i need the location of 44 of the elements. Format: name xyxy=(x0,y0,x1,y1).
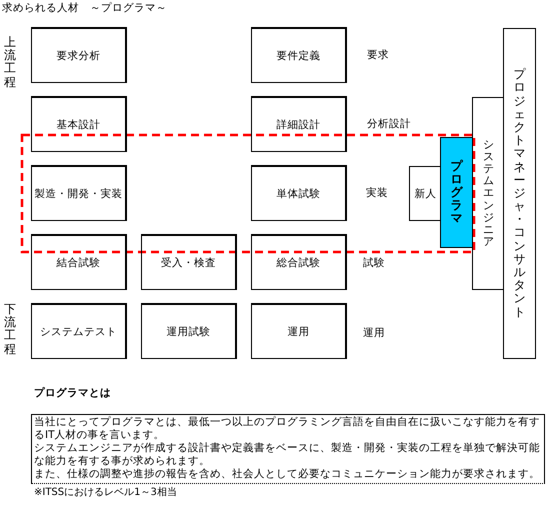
footnote: ※ITSSにおけるレベル1～3相当 xyxy=(34,487,177,499)
process-label: 要件定義 xyxy=(276,48,320,62)
process-box xyxy=(31,234,127,290)
phase-label: 試験 xyxy=(363,256,385,270)
process-label: 運用試験 xyxy=(166,324,210,338)
process-box xyxy=(31,165,127,221)
process-label: 製造・開発・実装 xyxy=(34,186,122,200)
process-label: 基本設計 xyxy=(56,118,100,132)
process-label: 運用 xyxy=(288,324,310,338)
phase-label: 運用 xyxy=(363,326,385,340)
process-label: 受入・検査 xyxy=(161,256,216,270)
process-label: 単体試験 xyxy=(276,186,320,200)
stage-label: 下流工程 xyxy=(4,303,16,356)
process-box xyxy=(251,303,347,359)
process-box xyxy=(31,96,127,152)
role-box xyxy=(440,137,473,248)
process-box xyxy=(251,165,347,221)
process-box xyxy=(251,96,347,152)
role-label: プロジェクトマネージャ・コンサルタント xyxy=(514,68,526,319)
process-label: 結合試験 xyxy=(56,256,100,270)
process-label: システムテスト xyxy=(40,324,117,338)
role-label: プログラマ xyxy=(450,160,462,226)
process-box xyxy=(251,234,347,290)
phase-label: 実装 xyxy=(366,186,388,200)
process-box xyxy=(31,303,127,359)
role-box xyxy=(503,28,536,359)
role-box xyxy=(472,97,504,290)
process-label: 詳細設計 xyxy=(276,118,320,132)
process-box xyxy=(141,303,237,359)
phase-label: 分析設計 xyxy=(367,117,411,131)
stage-label: 上流工程 xyxy=(4,36,16,89)
description-text: 当社にとってプログラマとは、最低一つ以上のプログラミング言語を自由自在に扱いこなす能力を有するIT人材の事を言います。 xyxy=(34,416,541,442)
role-label: 新人 xyxy=(414,186,436,200)
description-text: また、仕様の調整や進捗の報告を含め、社会人として必要なコミュニケーション能力が要求されます。 xyxy=(34,468,541,481)
description-text: システムエンジニアが作成する設計書や定義書をベースに、製造・開発・実装の工程を単独で解決可能な能力を有する事が求められます。 xyxy=(34,442,541,468)
role-label: システムエンジニア xyxy=(483,139,494,248)
section-heading: プログラマとは xyxy=(34,386,111,400)
diagram-title: 求められる人材 ～プログラマ～ xyxy=(2,1,167,15)
process-label: 総合試験 xyxy=(276,256,320,270)
process-box xyxy=(141,234,237,290)
process-box xyxy=(31,27,127,83)
process-box xyxy=(251,27,347,83)
process-label: 要求分析 xyxy=(56,48,100,62)
phase-label: 要求 xyxy=(367,48,389,62)
